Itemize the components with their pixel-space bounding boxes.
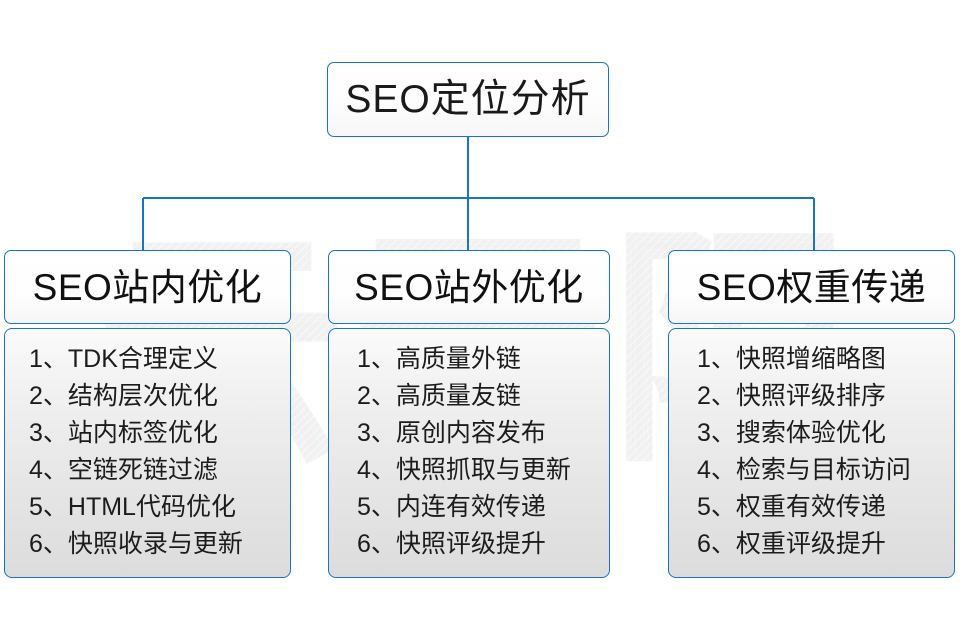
- root-node-label: SEO定位分析: [345, 78, 591, 121]
- root-node[interactable]: SEO定位分析: [327, 62, 609, 137]
- list-item[interactable]: 2、结构层次优化: [29, 382, 218, 410]
- list-item[interactable]: 6、权重评级提升: [697, 530, 886, 558]
- column-body-2: 1、高质量外链 2、高质量友链 3、原创内容发布 4、快照抓取与更新 5、内连有…: [328, 328, 610, 578]
- column-seo-onsite: SEO站内优化 1、TDK合理定义 2、结构层次优化 3、站内标签优化 4、空链…: [4, 250, 291, 578]
- column-body-1: 1、TDK合理定义 2、结构层次优化 3、站内标签优化 4、空链死链过滤 5、H…: [4, 328, 291, 578]
- column-seo-offsite: SEO站外优化 1、高质量外链 2、高质量友链 3、原创内容发布 4、快照抓取与…: [328, 250, 610, 578]
- list-item[interactable]: 2、快照评级排序: [697, 382, 886, 410]
- list-item[interactable]: 5、HTML代码优化: [29, 493, 236, 521]
- list-item[interactable]: 4、空链死链过滤: [29, 456, 218, 484]
- list-item[interactable]: 5、内连有效传递: [357, 493, 546, 521]
- list-item[interactable]: 4、快照抓取与更新: [357, 456, 571, 484]
- list-item[interactable]: 6、快照评级提升: [357, 530, 546, 558]
- column-body-3: 1、快照增缩略图 2、快照评级排序 3、搜索体验优化 4、检索与目标访问 5、权…: [668, 328, 955, 578]
- list-item[interactable]: 1、高质量外链: [357, 345, 521, 373]
- column-header-2[interactable]: SEO站外优化: [328, 250, 610, 324]
- column-header-3[interactable]: SEO权重传递: [668, 250, 955, 324]
- list-item[interactable]: 1、TDK合理定义: [29, 345, 218, 373]
- column-seo-weight-transfer: SEO权重传递 1、快照增缩略图 2、快照评级排序 3、搜索体验优化 4、检索与…: [668, 250, 955, 578]
- column-header-1[interactable]: SEO站内优化: [4, 250, 291, 324]
- column-header-3-label: SEO权重传递: [696, 266, 927, 308]
- list-item[interactable]: 6、快照收录与更新: [29, 530, 243, 558]
- list-item[interactable]: 3、搜索体验优化: [697, 419, 886, 447]
- list-item[interactable]: 3、原创内容发布: [357, 419, 546, 447]
- list-item[interactable]: 5、权重有效传递: [697, 493, 886, 521]
- list-item[interactable]: 2、高质量友链: [357, 382, 521, 410]
- column-header-1-label: SEO站内优化: [32, 266, 263, 308]
- list-item[interactable]: 4、检索与目标访问: [697, 456, 911, 484]
- list-item[interactable]: 3、站内标签优化: [29, 419, 218, 447]
- column-header-2-label: SEO站外优化: [354, 266, 584, 308]
- list-item[interactable]: 1、快照增缩略图: [697, 345, 886, 373]
